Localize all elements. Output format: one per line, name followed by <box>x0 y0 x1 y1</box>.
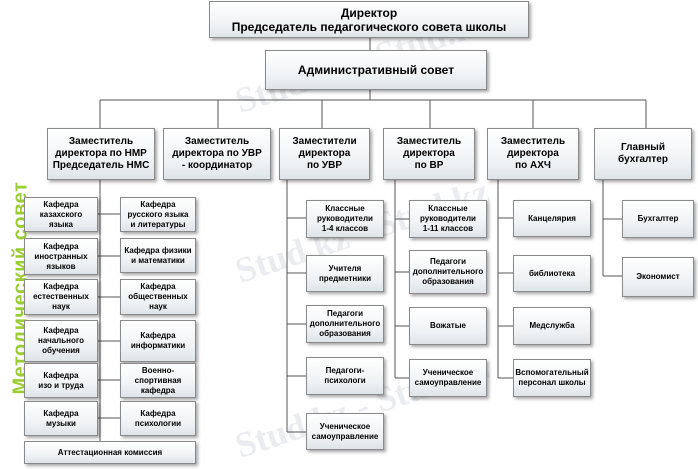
admin-council-box: Административный совет <box>265 50 487 90</box>
department-box: Кафедра русского языка и литературы <box>120 197 196 232</box>
vr-item-label: Вожатые <box>430 321 466 330</box>
department-box: Кафедра общественных наук <box>120 279 196 315</box>
department-label: Кафедра музыки <box>43 408 79 428</box>
department-box: Кафедра музыки <box>24 401 98 436</box>
ahch-item-box: Медслужба <box>513 307 591 345</box>
department-label: Кафедра общественных наук <box>128 282 188 311</box>
department-box: Военно- спортивная кафедра <box>120 363 196 398</box>
department-box: Кафедра естественных наук <box>24 279 98 315</box>
attestation-commission-label: Аттестационная комиссия <box>57 447 163 457</box>
uvr-item-box: Педагоги- психологи <box>306 357 384 395</box>
deputy-nmr-box: Заместитель директора по НМР Председател… <box>47 128 155 180</box>
deputy-uvr-coordinator-label: Заместитель директора по УВР - координат… <box>172 136 262 171</box>
ahch-item-box: библиотека <box>513 255 591 292</box>
deputy-ahch-box: Заместитель директора по АХЧ <box>487 128 579 180</box>
director-label: Директор Председатель педагогического со… <box>231 5 507 34</box>
department-label: Кафедра информатики <box>130 331 186 350</box>
vr-item-label: Ученическое самоуправление <box>414 368 482 387</box>
deputy-vr-box: Заместитель директора по ВР <box>383 128 475 180</box>
uvr-item-label: Ученическое самоуправление <box>311 421 379 441</box>
department-label: Кафедра естественных наук <box>33 282 89 311</box>
admin-council-label: Административный совет <box>297 63 455 77</box>
department-box: Кафедра психологии <box>120 401 196 436</box>
department-box: Кафедра казахского языка <box>24 197 98 232</box>
vr-item-box: Педагоги дополнительного образования <box>409 250 487 294</box>
ahch-item-box: Вспомогательный персонал школы <box>513 359 591 397</box>
department-box: Кафедра начального обучения <box>24 320 98 362</box>
ahch-item-label: Вспомогательный персонал школы <box>515 368 589 387</box>
chief-accountant-box: Главный бухгалтер <box>594 128 692 180</box>
attestation-commission-box: Аттестационная комиссия <box>24 441 196 464</box>
uvr-item-label: Учителя предметники <box>318 263 372 283</box>
department-label: Кафедра психологии <box>134 408 182 428</box>
department-box: Кафедра физики и математики <box>120 238 196 273</box>
deputy-ahch-label: Заместитель директора по АХЧ <box>500 136 566 171</box>
vr-item-box: Ученическое самоуправление <box>409 359 487 397</box>
department-label: Кафедра начального обучения <box>37 326 84 355</box>
vr-item-label: Педагоги дополнительного образования <box>412 257 484 286</box>
deputy-uvr-coordinator-box: Заместитель директора по УВР - координат… <box>163 128 271 180</box>
director-box: Директор Председатель педагогического со… <box>209 1 529 38</box>
uvr-item-label: Педагоги дополнительного образования <box>309 309 381 338</box>
vr-item-box: Вожатые <box>409 307 487 345</box>
uvr-item-label: Классные руководители 1-4 классов <box>317 204 373 233</box>
accountant-item-box: Бухгалтер <box>622 200 694 238</box>
department-box: Кафедра изо и труда <box>24 363 98 398</box>
deputy-vr-label: Заместитель директора по ВР <box>396 136 462 171</box>
uvr-item-label: Педагоги- психологи <box>324 366 366 385</box>
uvr-item-box: Ученическое самоуправление <box>306 413 384 450</box>
vr-item-label: Классные руководители 1-11 классов <box>420 204 476 233</box>
deputy-nmr-label: Заместитель директора по НМР Председател… <box>52 136 150 171</box>
accountant-item-box: Экономист <box>622 257 694 297</box>
uvr-item-box: Классные руководители 1-4 классов <box>306 200 384 238</box>
uvr-item-box: Учителя предметники <box>306 255 384 292</box>
department-box: Кафедра информатики <box>120 320 196 362</box>
accountant-item-label: Бухгалтер <box>637 214 679 223</box>
ahch-item-label: Медслужба <box>529 321 575 330</box>
department-label: Кафедра казахского языка <box>39 199 83 229</box>
department-label: Кафедра физики и математики <box>124 245 192 265</box>
department-label: Кафедра русского языка и литературы <box>127 199 189 229</box>
uvr-item-box: Педагоги дополнительного образования <box>306 305 384 343</box>
deputy-uvr-box: Заместители директора по УВР <box>279 128 370 180</box>
chief-accountant-label: Главный бухгалтер <box>618 142 668 165</box>
department-box: Кафедра иностранных языков <box>24 238 98 275</box>
vr-item-box: Классные руководители 1-11 классов <box>409 200 487 238</box>
department-label: Кафедра иностранных языков <box>34 241 88 271</box>
department-label: Кафедра изо и труда <box>38 370 84 390</box>
ahch-item-label: Канцелярия <box>528 213 576 223</box>
department-label: Военно- спортивная кафедра <box>134 365 182 395</box>
accountant-item-label: Экономист <box>636 272 680 281</box>
deputy-uvr-label: Заместители директора по УВР <box>292 136 357 171</box>
ahch-item-label: библиотека <box>528 268 576 278</box>
ahch-item-box: Канцелярия <box>513 200 591 237</box>
